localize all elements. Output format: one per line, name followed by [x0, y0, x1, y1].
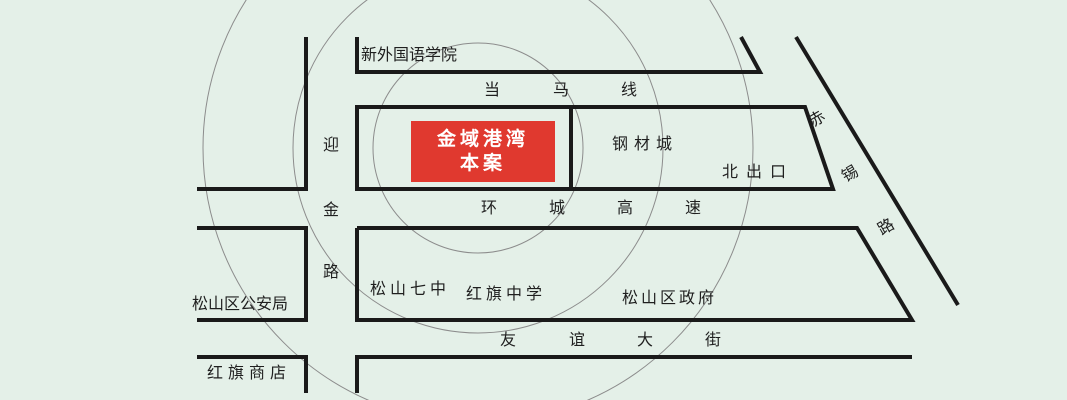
road-youyi-char: 友 — [500, 330, 517, 349]
road-dangma-char: 马 — [553, 80, 570, 99]
label-district-gov: 松山区政府 — [622, 288, 718, 307]
block-hongqi-store — [197, 355, 308, 393]
label-hongqi-middle: 红旗中学 — [466, 284, 547, 303]
road-huancheng-char: 速 — [685, 198, 702, 217]
road-yingjin-char: 路 — [323, 262, 340, 281]
label-public-security: 松山区公安局 — [192, 294, 289, 313]
label-steel-city: 钢材城 — [612, 134, 679, 153]
project-tag: 本案 — [459, 151, 506, 174]
road-huancheng-char: 城 — [549, 198, 566, 217]
label-foreign-lang-college: 新外国语学院 — [361, 45, 458, 64]
label-hongqi-store: 红旗商店 — [207, 363, 292, 382]
road-youyi-char: 谊 — [569, 330, 586, 349]
block-college — [355, 36, 764, 74]
distance-rings — [202, 0, 754, 400]
road-edge-south — [355, 355, 912, 393]
roads — [197, 35, 960, 393]
ring-outer — [202, 0, 754, 400]
ring-middle — [292, 0, 664, 334]
block-project — [355, 105, 573, 191]
project-name: 金域港湾 — [436, 127, 529, 150]
project-marker: 金域港湾 本案 — [411, 121, 555, 182]
road-youyi-char: 大 — [637, 330, 654, 349]
block-public-security — [197, 226, 308, 322]
road-yingjin-char: 金 — [323, 200, 340, 219]
road-huancheng-char: 环 — [481, 198, 498, 217]
road-edge-west-top — [197, 37, 308, 191]
ring-inner — [372, 42, 584, 254]
label-songshan-no7: 松山七中 — [370, 279, 451, 298]
label-north-exit: 北出口 — [722, 162, 795, 181]
road-edge-chixi — [794, 35, 960, 307]
block-south — [355, 226, 916, 322]
road-huancheng-char: 高 — [617, 198, 634, 217]
road-yingjin-char: 迎 — [323, 135, 340, 154]
block-steel-city — [571, 105, 836, 191]
road-dangma-char: 线 — [621, 80, 638, 99]
road-youyi-char: 街 — [705, 330, 722, 349]
road-dangma-char: 当 — [484, 80, 501, 99]
